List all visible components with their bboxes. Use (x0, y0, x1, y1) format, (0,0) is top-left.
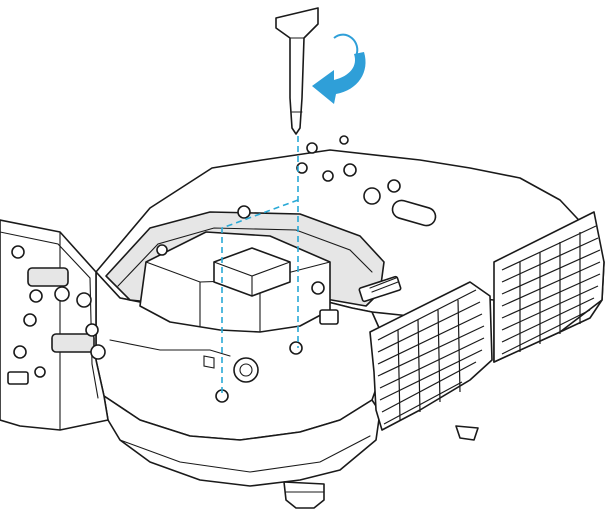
io-panel (0, 219, 109, 431)
jack (29, 289, 43, 303)
indicator-light (339, 135, 349, 145)
lamp-compartment (105, 205, 402, 403)
jack (76, 292, 92, 308)
screw-alignment-guides (221, 136, 299, 394)
power-button (391, 199, 437, 227)
control-button (343, 163, 357, 177)
lamp-handle (213, 247, 291, 297)
control-panel (296, 135, 437, 227)
jack (85, 323, 99, 337)
control-button (387, 179, 401, 193)
compartment-screw (156, 244, 168, 256)
control-button (363, 187, 381, 205)
indicator-light (322, 170, 334, 182)
compartment-screw (237, 205, 251, 219)
compartment-screw (311, 281, 325, 295)
vga-port-1 (27, 267, 69, 287)
guide-line-to-left-screw (221, 199, 299, 394)
indicator-light (296, 162, 308, 174)
indicator-light (306, 142, 318, 154)
right-air-vent (493, 211, 605, 363)
latch (319, 309, 339, 325)
cover-screw-right (289, 341, 303, 355)
screwdriver-icon (275, 7, 319, 135)
lens-focus-ring (233, 357, 259, 383)
jack (11, 245, 25, 259)
jack (34, 366, 46, 378)
vga-port-2 (51, 333, 95, 353)
jack (13, 345, 27, 359)
usb-port (7, 371, 29, 385)
jack (54, 286, 70, 302)
counterclockwise-rotate-arrow-icon (312, 33, 366, 104)
front-air-vent (369, 281, 493, 431)
jack (90, 344, 106, 360)
jack (23, 313, 37, 327)
